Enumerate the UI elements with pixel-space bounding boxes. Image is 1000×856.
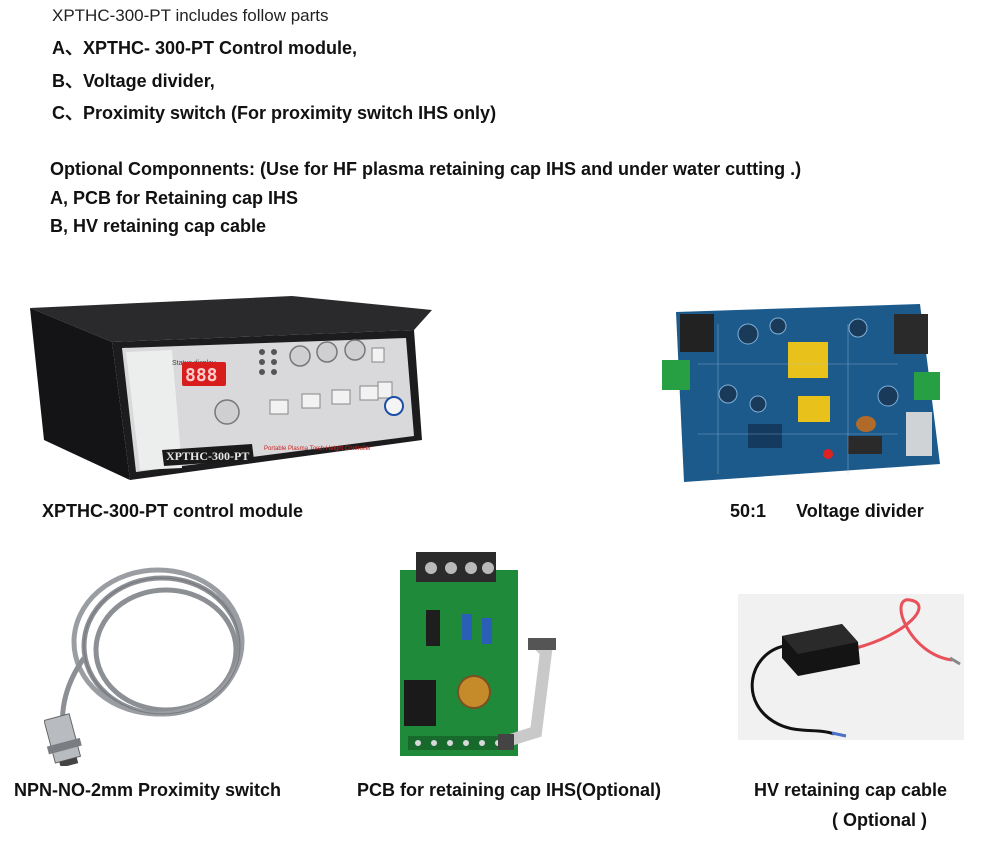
caption-hv-cable-line1: HV retaining cap cable xyxy=(754,780,948,800)
part-b: B、Voltage divider, xyxy=(52,71,215,91)
module-panel-label: XPTHC-300-PT xyxy=(166,449,249,463)
part-a: A、XPTHC- 300-PT Control module, xyxy=(52,38,358,58)
part-c: C、Proximity switch (For proximity switch… xyxy=(52,103,497,123)
caption-proximity-switch: NPN-NO-2mm Proximity switch xyxy=(14,780,282,800)
intro-text: XPTHC-300-PT includes follow parts xyxy=(52,6,329,25)
optional-item-b: B, HV retaining cap cable xyxy=(50,216,267,236)
voltage-divider-ratio: 50:1 xyxy=(730,501,767,521)
module-sub-label: Portable Plasma Torch Height Controller xyxy=(264,446,371,452)
display-digits: 888 xyxy=(185,365,218,386)
caption-hv-cable-line2: ( Optional ) xyxy=(832,810,927,830)
control-module-photo: Status display 888 XPTHC-300-PT Portable… xyxy=(22,290,442,490)
caption-control-module: XPTHC-300-PT control module xyxy=(42,501,304,521)
caption-voltage-divider: 50:1 Voltage divider xyxy=(730,501,924,522)
voltage-divider-name: Voltage divider xyxy=(796,501,924,521)
pcb-retaining-photo xyxy=(386,552,566,758)
caption-pcb-retaining: PCB for retaining cap IHS(Optional) xyxy=(357,780,662,800)
hv-cable-photo xyxy=(738,594,964,740)
voltage-divider-photo xyxy=(658,304,944,486)
optional-item-a: A, PCB for Retaining cap IHS xyxy=(50,188,299,208)
optional-heading: Optional Componnents: (Use for HF plasma… xyxy=(50,159,802,179)
proximity-switch-photo xyxy=(44,566,254,766)
